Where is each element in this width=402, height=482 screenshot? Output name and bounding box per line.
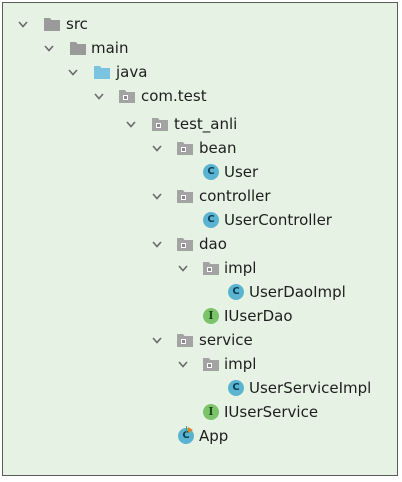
tree-node-main[interactable]: main: [3, 36, 397, 60]
tree-node-service[interactable]: service: [3, 328, 397, 352]
chevron-down-icon[interactable]: [151, 190, 163, 202]
runnable-class-icon: C: [178, 426, 194, 444]
tree-node-label: impl: [224, 355, 257, 373]
tree-node-label: controller: [199, 187, 271, 205]
class-icon: C: [203, 212, 219, 228]
interface-icon: I: [203, 404, 219, 420]
tree-node-com-test[interactable]: com.test: [3, 84, 397, 108]
chevron-down-icon[interactable]: [151, 142, 163, 154]
interface-icon: I: [203, 308, 219, 324]
tree-node-label: src: [66, 15, 88, 33]
tree-node-java[interactable]: java: [3, 60, 397, 84]
chevron-down-icon[interactable]: [125, 118, 137, 130]
folder-icon: [69, 40, 87, 56]
class-icon: C: [228, 284, 244, 300]
tree-node-label: UserServiceImpl: [249, 379, 372, 397]
tree-node-label: bean: [199, 139, 237, 157]
source-folder-icon: [93, 64, 111, 80]
package-icon: [176, 332, 194, 348]
tree-node-iuser-dao[interactable]: I IUserDao: [3, 304, 397, 328]
chevron-down-icon[interactable]: [151, 334, 163, 346]
tree-node-service-impl[interactable]: impl: [3, 352, 397, 376]
package-icon: [202, 260, 220, 276]
tree-node-src[interactable]: src: [3, 12, 397, 36]
package-icon: [118, 88, 136, 104]
tree-node-label: User: [224, 163, 259, 181]
chevron-down-icon[interactable]: [151, 238, 163, 250]
chevron-down-icon[interactable]: [177, 358, 189, 370]
chevron-down-icon[interactable]: [67, 66, 79, 78]
class-icon: C: [228, 380, 244, 396]
tree-node-user[interactable]: C User: [3, 160, 397, 184]
tree-node-label: dao: [199, 235, 227, 253]
tree-node-iuser-service[interactable]: I IUserService: [3, 400, 397, 424]
project-tree-panel: src main java com.test test_anli bean C …: [2, 2, 398, 476]
tree-node-label: IUserDao: [224, 307, 293, 325]
chevron-down-icon[interactable]: [43, 42, 55, 54]
chevron-down-icon[interactable]: [93, 90, 105, 102]
class-icon: C: [203, 164, 219, 180]
package-icon: [151, 116, 169, 132]
package-icon: [176, 188, 194, 204]
tree-node-user-dao-impl[interactable]: C UserDaoImpl: [3, 280, 397, 304]
package-icon: [202, 356, 220, 372]
tree-node-dao-impl[interactable]: impl: [3, 256, 397, 280]
package-icon: [176, 236, 194, 252]
tree-node-label: UserDaoImpl: [249, 283, 346, 301]
folder-icon: [43, 16, 61, 32]
tree-node-label: service: [199, 331, 253, 349]
tree-node-label: impl: [224, 259, 257, 277]
package-icon: [176, 140, 194, 156]
tree-node-label: IUserService: [224, 403, 319, 421]
tree-node-app[interactable]: C App: [3, 424, 397, 448]
tree-node-label: test_anli: [174, 115, 238, 133]
tree-node-label: java: [116, 63, 148, 81]
tree-node-label: main: [91, 39, 129, 57]
tree-node-test-anli[interactable]: test_anli: [3, 112, 397, 136]
tree-node-dao[interactable]: dao: [3, 232, 397, 256]
tree-node-user-controller[interactable]: C UserController: [3, 208, 397, 232]
tree-node-controller[interactable]: controller: [3, 184, 397, 208]
tree-node-user-service-impl[interactable]: C UserServiceImpl: [3, 376, 397, 400]
tree-node-label: App: [199, 427, 229, 445]
chevron-down-icon[interactable]: [177, 262, 189, 274]
chevron-down-icon[interactable]: [17, 18, 29, 30]
tree-node-label: com.test: [141, 87, 207, 105]
tree-node-label: UserController: [224, 211, 332, 229]
tree-node-bean[interactable]: bean: [3, 136, 397, 160]
